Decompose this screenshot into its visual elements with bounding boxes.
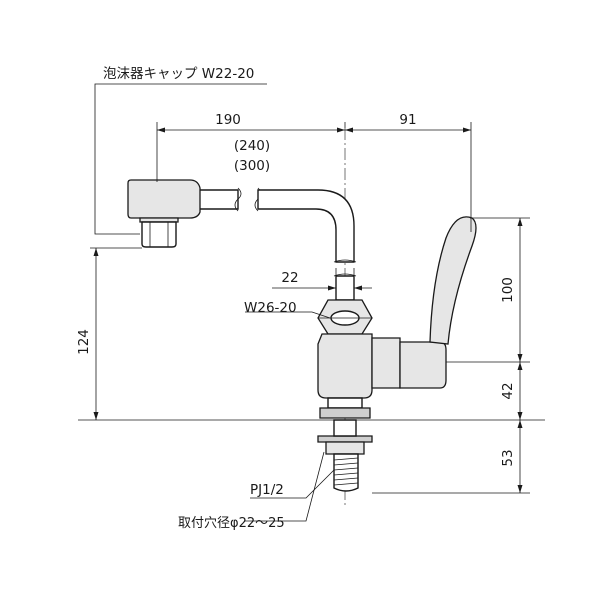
- dimension-top: [156, 122, 472, 232]
- spout-height-124: 124: [76, 329, 92, 355]
- nut-thread-label: W26-20: [244, 300, 297, 316]
- body-height-42: 42: [500, 382, 516, 399]
- dimension-right: [372, 217, 530, 494]
- dimension-124: [90, 247, 142, 420]
- lever-handle: [399, 216, 477, 389]
- shank-assembly: [317, 419, 373, 492]
- spout-length-300: (300): [234, 158, 270, 174]
- shank-length-53: 53: [500, 449, 516, 466]
- pipe-thread-label: PJ1/2: [250, 482, 284, 498]
- nut-thread-leader: [245, 311, 331, 319]
- spout-length-240: (240): [234, 138, 270, 154]
- spout-length-190: 190: [215, 112, 241, 128]
- bottom-leaders: [245, 451, 335, 522]
- spout: [127, 179, 357, 301]
- nut-width-22: 22: [281, 270, 298, 286]
- aerator-cap-leader: [94, 83, 267, 235]
- spout-nut: [317, 299, 373, 335]
- valve-body: [317, 333, 401, 419]
- aerator-cap-label: 泡沫器キャップ W22-20: [103, 66, 254, 82]
- handle-height-100: 100: [500, 277, 516, 303]
- handle-offset-91: 91: [399, 112, 416, 128]
- dimension-22: [272, 268, 372, 292]
- mount-hole-label: 取付穴径φ22～25: [178, 516, 285, 531]
